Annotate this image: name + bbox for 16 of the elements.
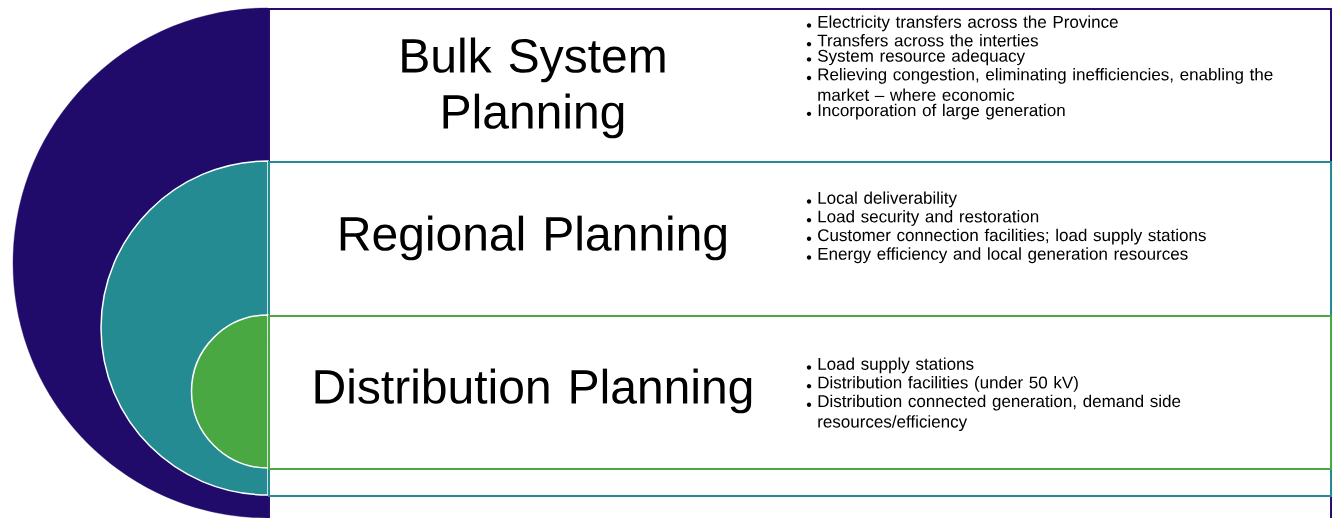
bullet-item: System resource adequacy [806, 49, 1025, 66]
band-title: Regional Planning [340, 215, 726, 261]
bullet-item: Electricity transfers across the Province [806, 15, 1118, 32]
bullet-item: Relieving congestion, eliminating inefficiencies, enabling the market – where economic [806, 67, 1273, 101]
bullet-item: Energy efficiency and local generation resources [806, 247, 1188, 264]
band-title: Bulk System Planning [402, 37, 665, 139]
bullet-item: Customer connection facilities; load supply stations [806, 228, 1206, 245]
bullet-item: Distribution facilities (under 50 kV) [806, 376, 1078, 392]
bullet-item: Transfers across the interties [806, 34, 1038, 47]
bullet-item: Distribution connected generation, demand side resources/efficiency [806, 394, 1181, 431]
band-title: Distribution Planning [315, 368, 752, 414]
bullet-item: Incorporation of large generation [806, 103, 1065, 120]
bullet-item: Load security and restoration [806, 210, 1039, 226]
planning-band [190, 314, 1332, 470]
bullet-item: Local deliverability [806, 191, 957, 208]
bullet-item: Load supply stations [806, 357, 974, 374]
